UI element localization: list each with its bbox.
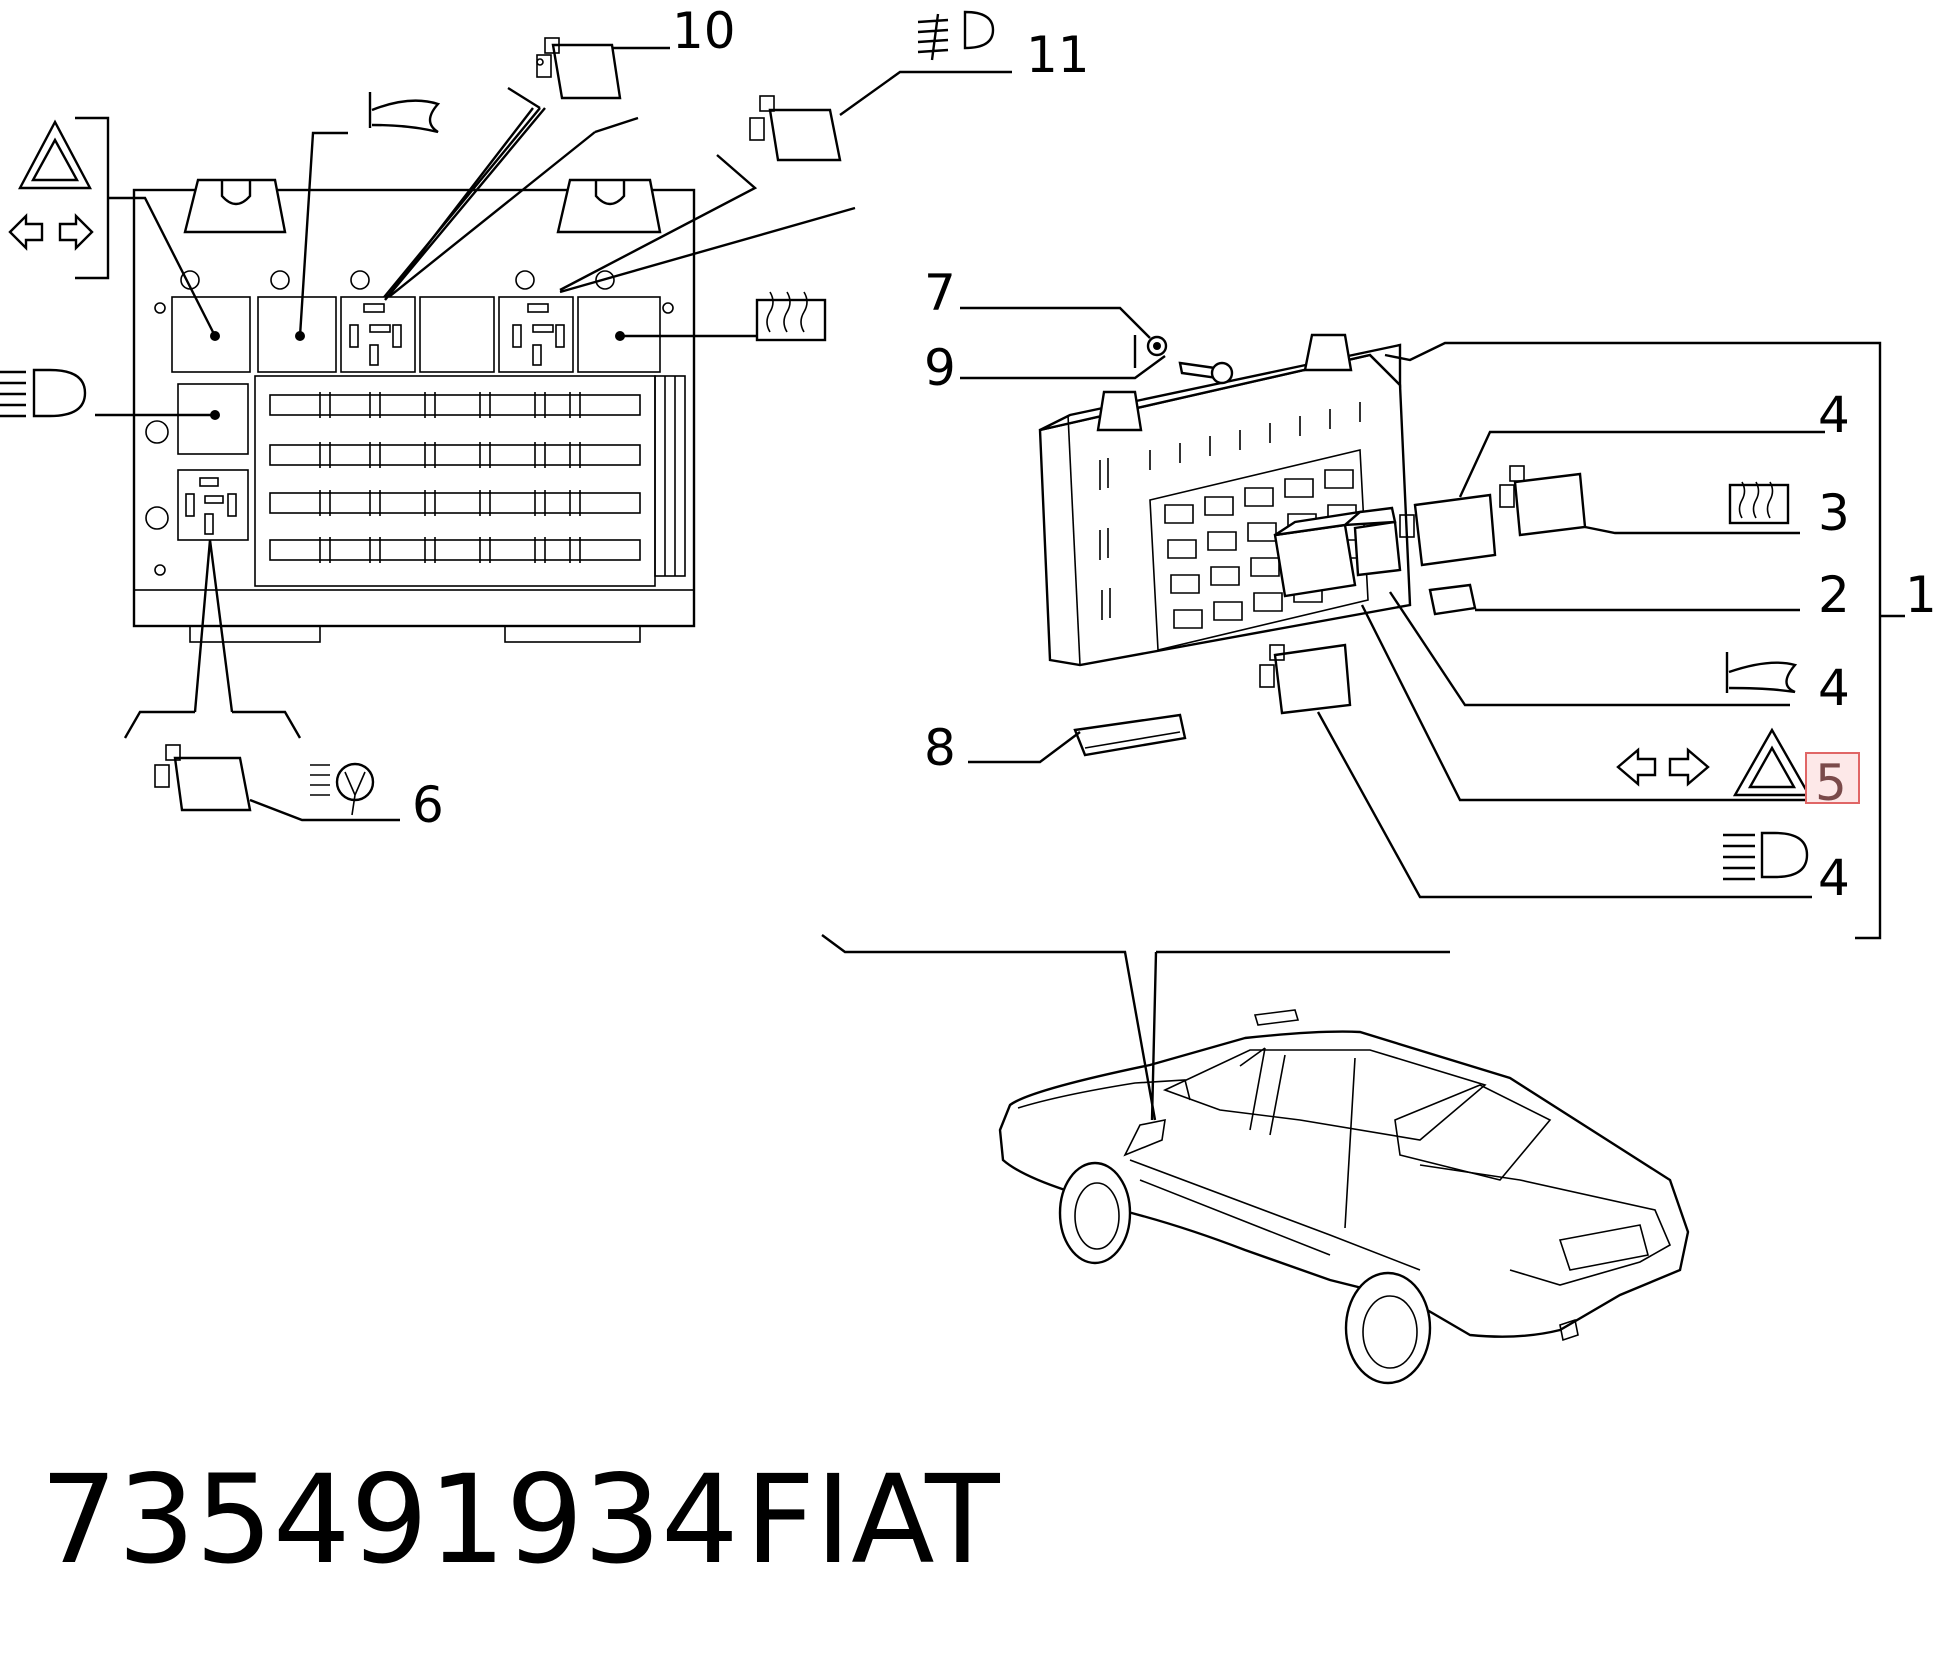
- car-illustration: [998, 1009, 1690, 1385]
- hazard-warning-icon: [18, 119, 92, 190]
- relay-4-bottom: [1259, 643, 1352, 715]
- fog-lamp-round-icon: [310, 762, 375, 816]
- rear-defrost-icon-left: [755, 291, 827, 342]
- part-number: 735491934: [40, 1449, 739, 1591]
- callout-4-top: 4: [1818, 386, 1850, 444]
- callout-10: 10: [672, 2, 736, 60]
- fog-light-icon: [917, 10, 995, 61]
- relay-4-top: [1399, 493, 1497, 567]
- highlight-box-5: [1805, 752, 1860, 804]
- mini-fuse-2: [1428, 583, 1477, 616]
- screw-9: [1178, 361, 1234, 385]
- callout-3: 3: [1818, 484, 1850, 542]
- callout-6: 6: [412, 776, 444, 834]
- headlight-icon: [0, 368, 87, 418]
- washer-7: [1146, 335, 1168, 357]
- callout-8: 8: [924, 719, 956, 777]
- turn-indicator-arrows-icon-right: [1616, 747, 1710, 787]
- rear-defrost-icon: [1728, 481, 1790, 525]
- turn-indicator-arrows-icon: [8, 213, 94, 251]
- relay-3: [1499, 465, 1587, 537]
- callout-7: 7: [924, 264, 956, 322]
- callout-11: 11: [1026, 26, 1090, 84]
- hazard-warning-icon-right: [1732, 727, 1812, 797]
- callout-4-middle: 4: [1818, 659, 1850, 717]
- callout-4-bottom: 4: [1818, 849, 1850, 907]
- fuse-box-front-view: [132, 178, 696, 643]
- callout-5: 5: [1815, 754, 1847, 812]
- fuse-8: [1073, 713, 1187, 757]
- horn-icon: [368, 92, 441, 134]
- callout-2: 2: [1818, 566, 1850, 624]
- relay-10: [536, 37, 622, 100]
- relay-11: [749, 95, 842, 162]
- horn-icon-right: [1725, 652, 1798, 694]
- callout-1: 1: [1905, 566, 1937, 624]
- headlight-icon-right: [1723, 831, 1809, 881]
- callout-9: 9: [924, 339, 956, 397]
- brand-name: FIAT: [745, 1449, 1000, 1591]
- relay-6: [154, 744, 252, 812]
- fuse-box-exploded-view: [1038, 333, 1412, 667]
